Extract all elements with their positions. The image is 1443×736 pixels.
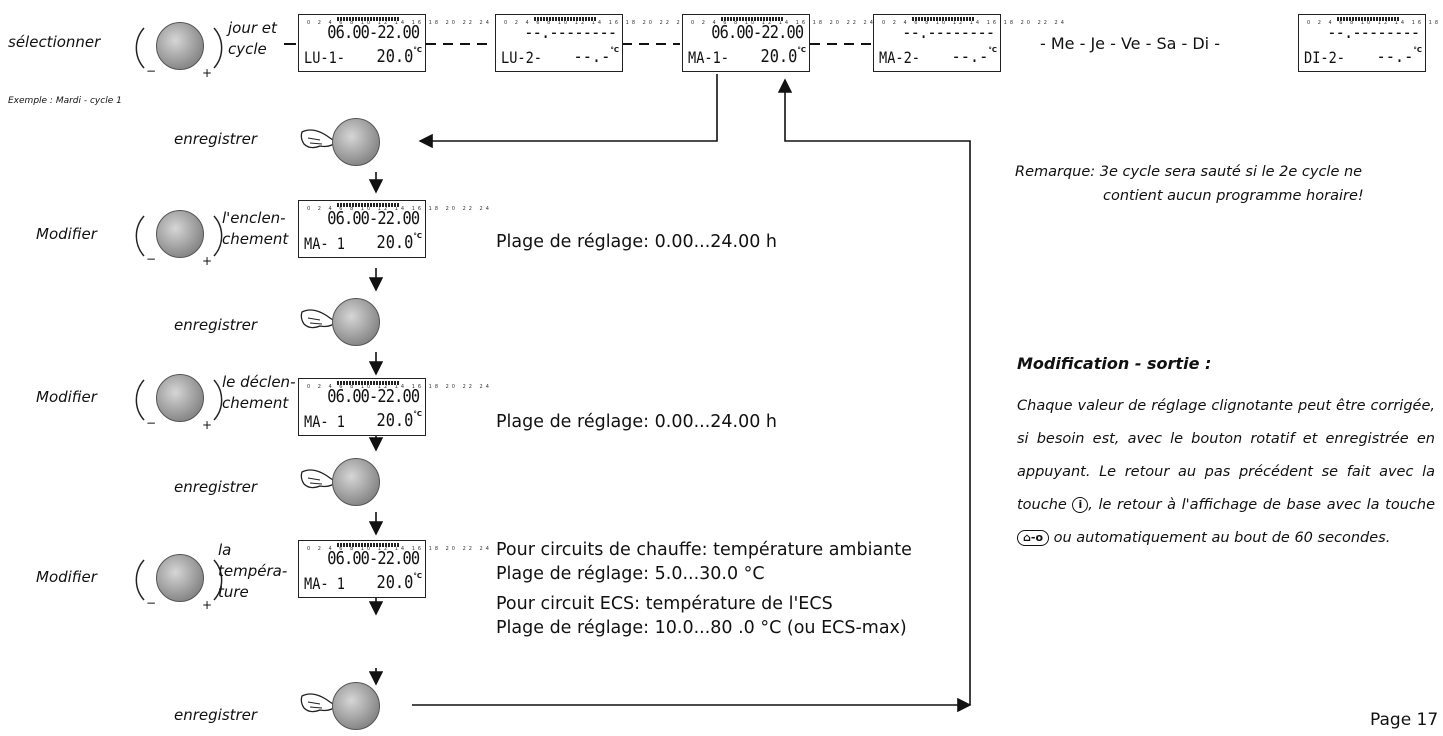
knob-icon	[156, 22, 204, 70]
lcd-display-off-time: 0 2 4 6 8 10 12 14 16 18 20 22 24 06.00-…	[298, 378, 489, 436]
off-range-text: Plage de réglage: 0.00...24.00 h	[496, 412, 778, 432]
rotary-knob-off[interactable]: − +	[134, 368, 224, 432]
week-sequence: - Me - Je - Ve - Sa - Di -	[1040, 34, 1220, 53]
home-key-icon: ⌂-o	[1017, 530, 1049, 546]
hand-icon	[300, 309, 338, 329]
press-button-1[interactable]	[300, 118, 400, 172]
modify-label-2: Modifier	[36, 388, 97, 406]
info-key-icon: i	[1072, 497, 1089, 513]
press-button-4[interactable]	[300, 682, 400, 736]
lcd-display-di2: 0 2 4 6 8 10 12 14 16 18 20 22 24 --.---…	[1298, 14, 1443, 72]
on-time-label: l'enclen-chement	[222, 209, 289, 248]
modify-label-3: Modifier	[36, 568, 97, 586]
modify-label-1: Modifier	[36, 225, 97, 243]
lcd-display-lu2: 0 2 4 6 8 10 12 14 16 18 20 22 24 --.---…	[495, 14, 686, 72]
page-number: Page 17	[1370, 710, 1439, 730]
remark-note: Remarque: 3e cycle sera sauté si le 2e c…	[1015, 164, 1364, 204]
press-button-3[interactable]	[300, 458, 400, 512]
mod-exit-title: Modification - sortie :	[1017, 354, 1212, 373]
on-range-text: Plage de réglage: 0.00...24.00 h	[496, 232, 778, 252]
save-label-3: enregistrer	[174, 478, 258, 496]
off-time-label: le déclen-chement	[222, 373, 296, 412]
hand-icon	[300, 129, 338, 149]
select-label: sélectionner	[8, 33, 101, 51]
knob-icon	[332, 118, 380, 166]
temp-range-text: Pour circuits de chauffe: température am…	[496, 540, 912, 638]
knob-icon	[156, 210, 204, 258]
knob-icon	[156, 374, 204, 422]
press-button-2[interactable]	[300, 298, 400, 352]
save-label-1: enregistrer	[174, 130, 258, 148]
save-label-4: enregistrer	[174, 706, 258, 724]
rotary-knob-on[interactable]: − +	[134, 204, 224, 268]
knob-icon	[156, 554, 204, 602]
knob-icon	[332, 298, 380, 346]
example-label: Exemple : Mardi - cycle 1	[8, 96, 122, 106]
hand-icon	[300, 469, 338, 489]
lcd-display-temperature: 0 2 4 6 8 10 12 14 16 18 20 22 24 06.00-…	[298, 540, 489, 598]
knob-icon	[332, 682, 380, 730]
rotary-knob-temp[interactable]: − +	[134, 548, 224, 612]
mod-exit-text: Chaque valeur de réglage clignotante peu…	[1017, 398, 1435, 546]
lcd-display-ma1: 0 2 4 6 8 10 12 14 16 18 20 22 24 06.00-…	[682, 14, 873, 72]
knob-icon	[332, 458, 380, 506]
rotary-knob-select[interactable]: − +	[134, 16, 224, 80]
lcd-display-lu1: 0 2 4 6 8 10 12 14 16 18 20 22 24 06.00-…	[298, 14, 489, 72]
save-label-2: enregistrer	[174, 316, 258, 334]
lcd-display-ma2: 0 2 4 6 8 10 12 14 16 18 20 22 24 --.---…	[873, 14, 1064, 72]
lcd-display-on-time: 0 2 4 6 8 10 12 14 16 18 20 22 24 06.00-…	[298, 200, 489, 258]
hand-icon	[300, 693, 338, 713]
